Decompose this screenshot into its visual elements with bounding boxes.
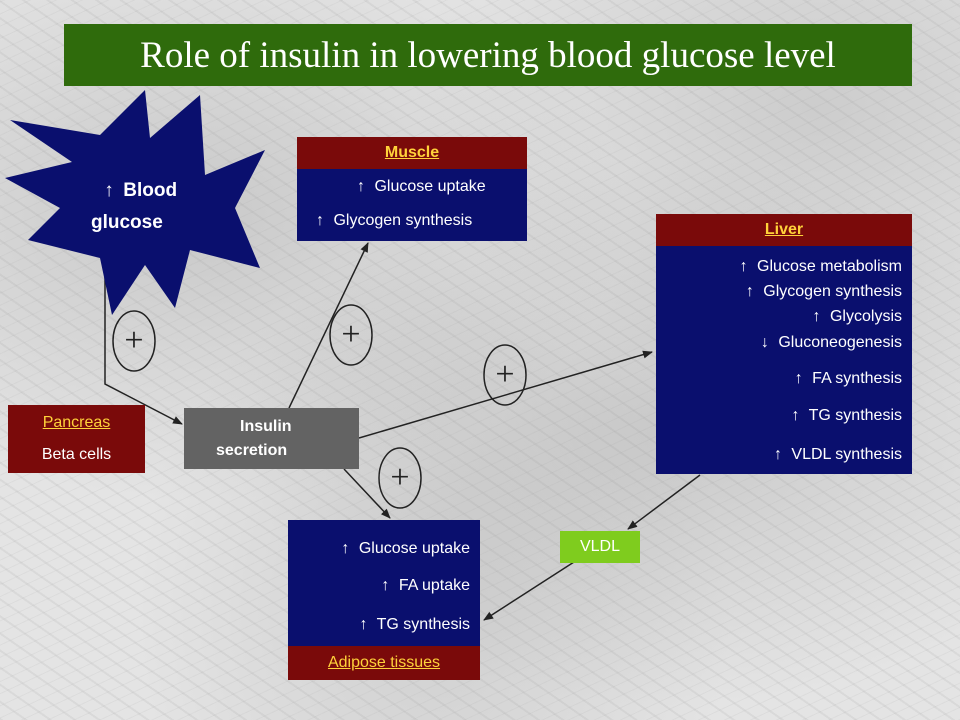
down-arrow-icon: ↓ [760,334,769,351]
muscle-effect-item: ↑ Glycogen synthesis [311,212,472,230]
liver-effect-text: VLDL synthesis [791,446,902,463]
connector-insulin-to-muscle [288,242,369,409]
muscle-effect-text: Glucose uptake [374,178,486,195]
up-arrow-icon: ↑ [359,616,368,633]
adipose-effect-text: TG synthesis [376,616,470,633]
liver-effect-text: Glucose metabolism [757,258,902,275]
liver-effect-item: ↑ Glucose metabolism [735,258,902,276]
up-arrow-icon: ↑ [794,370,803,387]
insulin-label-line1: Insulin [240,418,292,435]
liver-effect-text: Glycogen synthesis [763,283,902,300]
liver-effect-item: ↑ Glycogen synthesis [741,283,902,301]
liver-effect-text: FA synthesis [812,370,902,387]
liver-effect-text: Gluconeogenesis [778,334,902,351]
up-arrow-icon: ↑ [104,180,114,201]
plus-circle-muscle [329,304,373,366]
adipose-effects-box: ↑ Glucose uptake ↑ FA uptake ↑ TG synthe… [288,520,480,646]
up-arrow-icon: ↑ [773,446,782,463]
plus-circle-pancreas [112,310,156,372]
vldl-box: VLDL [560,531,640,563]
up-arrow-icon: ↑ [812,308,821,325]
blood-glucose-label-line1: ↑ Blood [100,180,177,202]
liver-header: Liver [656,214,912,246]
connector-vldl-to-adipose [483,561,575,621]
muscle-header: Muscle [297,137,527,169]
muscle-header-label: Muscle [384,144,440,161]
plus-circle-liver [483,344,527,406]
muscle-effects-box: ↑ Glucose uptake ↑ Glycogen synthesis [297,169,527,241]
liver-effect-item: ↑ VLDL synthesis [769,446,902,464]
connector-glucose-to-insulin [104,262,183,425]
blood-text: Blood [123,180,178,201]
adipose-header: Adipose tissues [288,646,480,680]
connector-insulin-to-liver [358,350,653,439]
up-arrow-icon: ↑ [316,212,324,229]
connector-liver-to-vldl [627,474,701,530]
blood-glucose-star [5,90,265,315]
liver-effect-text: TG synthesis [808,407,902,424]
muscle-effect-item: ↑ Glucose uptake [352,178,486,196]
liver-effect-text: Glycolysis [829,308,902,325]
pancreas-sub-label: Beta cells [41,446,112,463]
up-arrow-icon: ↑ [791,407,800,424]
up-arrow-icon: ↑ [357,178,365,195]
pancreas-header-label: Pancreas [42,414,111,431]
up-arrow-icon: ↑ [341,540,350,557]
adipose-effect-item: ↑ FA uptake [376,577,470,595]
adipose-effect-item: ↑ Glucose uptake [336,540,470,558]
up-arrow-icon: ↑ [745,283,754,300]
liver-effect-item: ↓ Gluconeogenesis [756,334,902,352]
liver-header-label: Liver [764,221,804,238]
muscle-effect-text: Glycogen synthesis [333,212,473,229]
up-arrow-icon: ↑ [381,577,390,594]
liver-effect-item: ↑ Glycolysis [808,308,902,326]
slide-title: Role of insulin in lowering blood glucos… [64,24,912,86]
liver-effects-box: ↑ Glucose metabolism ↑ Glycogen synthesi… [656,246,912,474]
plus-sign-muscle: + [341,316,361,353]
adipose-header-label: Adipose tissues [327,654,441,671]
adipose-effect-text: FA uptake [398,577,470,594]
plus-sign-liver: + [495,356,515,393]
liver-effect-item: ↑ FA synthesis [790,370,902,388]
plus-sign-pancreas: + [124,322,144,359]
insulin-secretion-box: Insulin secretion [184,408,359,469]
plus-circle-adipose [378,447,422,509]
insulin-label-line2: secretion [216,442,288,459]
adipose-effect-item: ↑ TG synthesis [354,616,470,634]
plus-sign-adipose: + [390,459,410,496]
liver-effect-item: ↑ TG synthesis [786,407,902,425]
connector-insulin-to-adipose [343,468,391,519]
up-arrow-icon: ↑ [739,258,748,275]
blood-glucose-label-line2: glucose [91,212,163,233]
adipose-effect-text: Glucose uptake [358,540,470,557]
pancreas-box: Pancreas Beta cells [8,405,145,473]
